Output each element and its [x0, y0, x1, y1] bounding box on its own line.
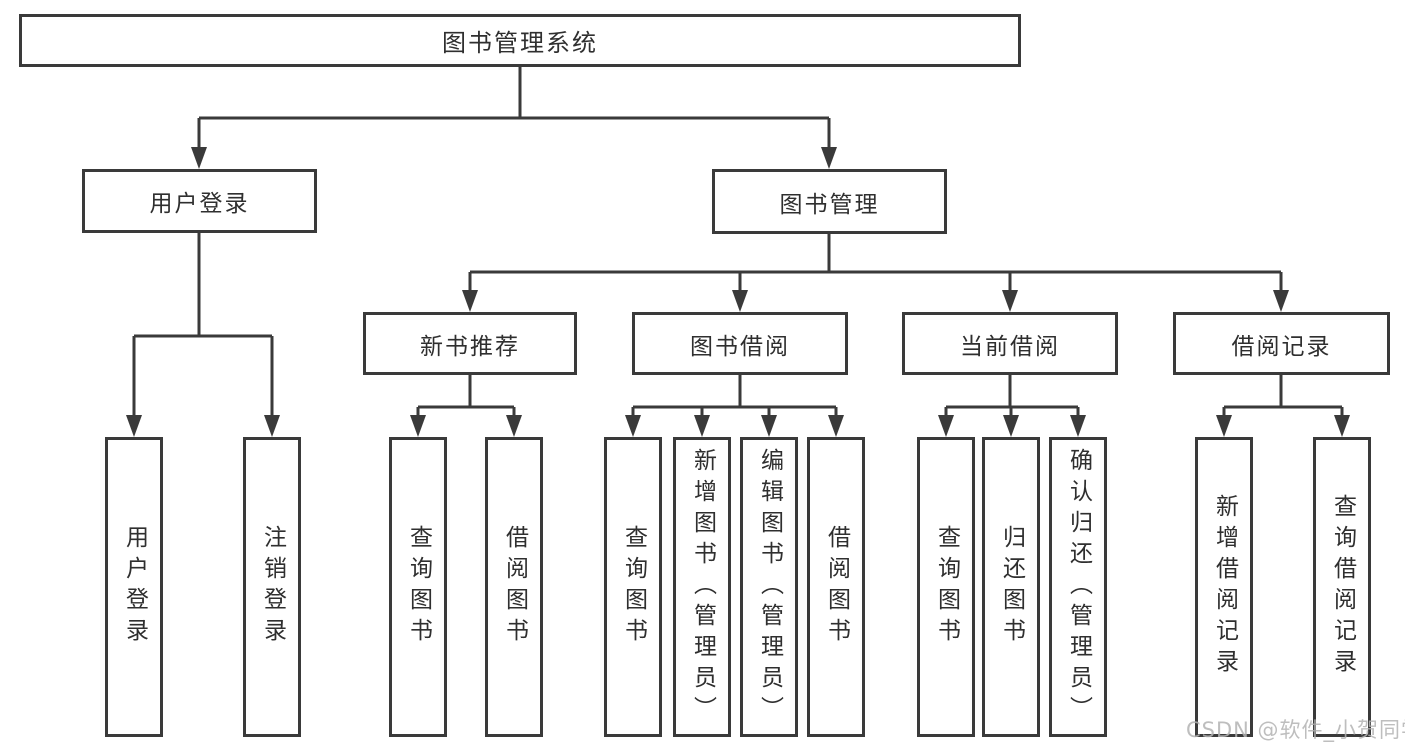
arrowhead-icon — [506, 415, 522, 437]
node-label: 图书管理 — [779, 191, 880, 218]
csdn-watermark: CSDN @软件_小贺同学 — [1186, 718, 1405, 742]
leaf-rec-borrow-books: 借阅图书 — [485, 437, 543, 737]
arrowhead-icon — [821, 147, 837, 169]
leaf-rec-query-books: 查询图书 — [389, 437, 447, 737]
connector-recommendation-to-leaves — [416, 375, 516, 418]
node-user-login: 用户登录 — [82, 169, 317, 233]
arrowhead-icon — [625, 415, 641, 437]
node-label: 新书推荐 — [420, 333, 520, 360]
leaf-label: 用户登录 — [121, 525, 148, 649]
leaf-borrow-query-books: 查询图书 — [604, 437, 662, 737]
leaf-user-login: 用户登录 — [105, 437, 163, 737]
node-book-borrowing: 图书借阅 — [632, 312, 848, 375]
arrowhead-icon — [191, 147, 207, 169]
leaf-label: 查询借阅记录 — [1329, 494, 1356, 680]
leaf-label: 注销登录 — [259, 525, 286, 649]
leaf-confirm-return-admin: 确认归还（管理员） — [1049, 437, 1107, 737]
leaf-label: 确认归还（管理员） — [1065, 447, 1092, 727]
leaf-label: 新增借阅记录 — [1211, 494, 1238, 680]
arrowhead-icon — [938, 415, 954, 437]
arrowhead-icon — [1070, 415, 1086, 437]
leaf-label: 查询图书 — [620, 525, 647, 649]
arrowhead-icon — [462, 290, 478, 312]
arrowhead-icon — [732, 290, 748, 312]
arrowhead-icon — [410, 415, 426, 437]
arrowhead-icon — [126, 415, 142, 437]
leaf-current-query-books: 查询图书 — [917, 437, 975, 737]
leaf-logout: 注销登录 — [243, 437, 301, 737]
arrowhead-icon — [1273, 290, 1289, 312]
leaf-add-books-admin: 新增图书（管理员） — [673, 437, 731, 737]
leaf-label: 新增图书（管理员） — [689, 447, 716, 727]
node-new-book-recommendation: 新书推荐 — [363, 312, 577, 375]
leaf-query-borrow-record: 查询借阅记录 — [1313, 437, 1371, 737]
arrowhead-icon — [1003, 415, 1019, 437]
node-label: 当前借阅 — [960, 333, 1060, 360]
arrowhead-icon — [264, 415, 280, 437]
connector-root-to-level2 — [197, 67, 831, 150]
leaf-label: 归还图书 — [998, 525, 1025, 649]
connector-bookmgmt-to-level3 — [468, 234, 1283, 293]
leaf-label: 编辑图书（管理员） — [756, 447, 783, 727]
node-current-borrowing: 当前借阅 — [902, 312, 1118, 375]
leaf-label: 查询图书 — [405, 525, 432, 649]
arrowhead-icon — [1002, 290, 1018, 312]
leaf-add-borrow-record: 新增借阅记录 — [1195, 437, 1253, 737]
connector-borrowing-to-leaves — [631, 375, 838, 418]
node-label: 用户登录 — [149, 191, 250, 217]
leaf-return-books: 归还图书 — [982, 437, 1040, 737]
node-book-management: 图书管理 — [712, 169, 947, 234]
leaf-label: 借阅图书 — [823, 525, 850, 649]
arrowhead-icon — [828, 415, 844, 437]
arrowhead-icon — [1216, 415, 1232, 437]
node-library-management-system: 图书管理系统 — [19, 14, 1021, 67]
node-label: 借阅记录 — [1231, 333, 1332, 360]
arrowhead-icon — [761, 415, 777, 437]
leaf-edit-books-admin: 编辑图书（管理员） — [740, 437, 798, 737]
arrowhead-icon — [1334, 415, 1350, 437]
arrowhead-icon — [694, 415, 710, 437]
node-borrowing-records: 借阅记录 — [1173, 312, 1390, 375]
leaf-label: 借阅图书 — [501, 525, 528, 649]
leaf-label: 查询图书 — [933, 525, 960, 649]
connector-userlogin-to-leaves — [132, 233, 274, 418]
leaf-borrow-borrow-books: 借阅图书 — [807, 437, 865, 737]
node-label: 图书借阅 — [690, 333, 790, 360]
connector-records-to-leaves — [1222, 375, 1344, 418]
arrowheads — [126, 147, 1350, 437]
connector-current-to-leaves — [944, 375, 1080, 418]
node-label: 图书管理系统 — [442, 29, 598, 57]
